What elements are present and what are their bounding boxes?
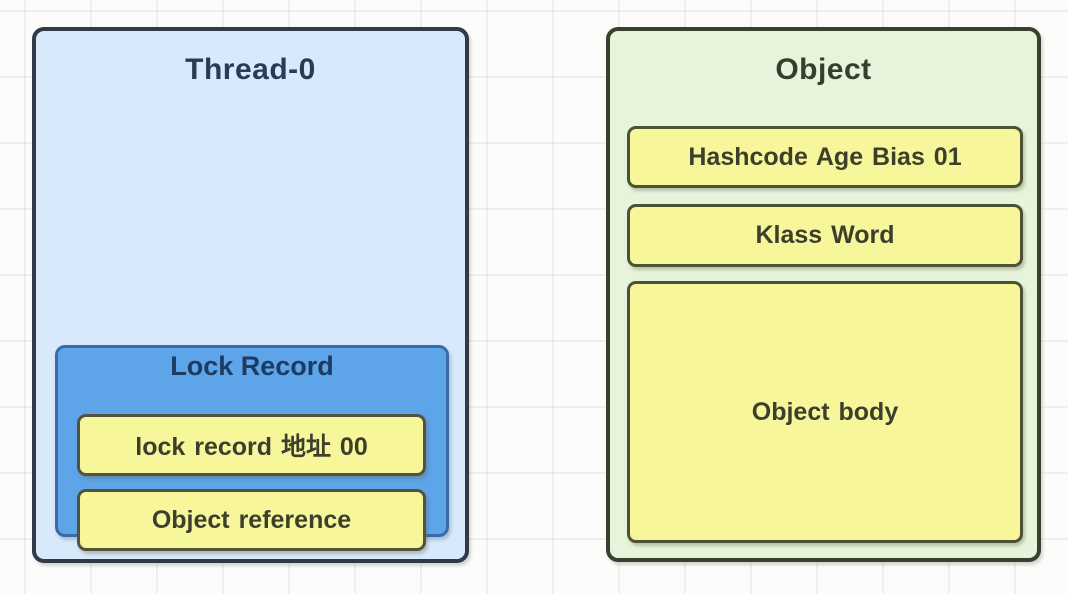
lock-record-group: Lock Record lock record 地址 00 Object ref… <box>55 345 449 551</box>
thread-0-node: Thread-0 Lock Record lock record 地址 00 O… <box>32 27 469 563</box>
lock-record-address-cell: lock record 地址 00 <box>77 414 426 476</box>
object-title: Object <box>775 53 872 86</box>
thread-0-title: Thread-0 <box>185 53 316 86</box>
mark-word-cell: Hashcode Age Bias 01 <box>627 126 1023 188</box>
klass-word-cell: Klass Word <box>627 204 1023 267</box>
lock-record-title: Lock Record <box>170 351 334 381</box>
object-node: Object Hashcode Age Bias 01 Klass Word O… <box>606 27 1041 562</box>
object-body-cell: Object body <box>627 281 1023 543</box>
object-reference-cell: Object reference <box>77 489 426 551</box>
